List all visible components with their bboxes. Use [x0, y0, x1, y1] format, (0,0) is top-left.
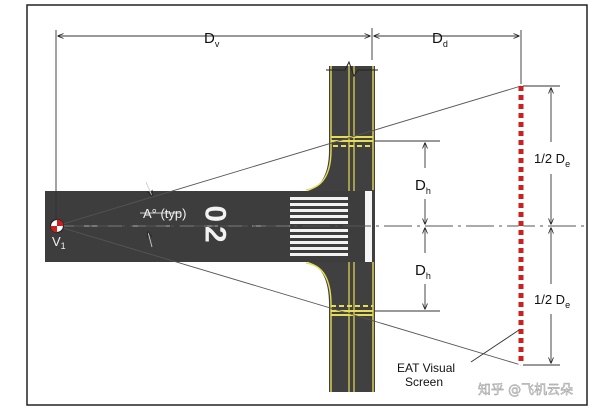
label-dh-lower: Dh: [415, 262, 431, 281]
hold-line-lower: [331, 305, 373, 316]
sight-lines: [55, 85, 585, 366]
label-dh-upper: Dh: [415, 177, 431, 196]
break-mark-top: [326, 60, 378, 78]
label-angle: A° (typ): [143, 206, 186, 221]
runway: [45, 191, 372, 262]
label-de-upper: 1/2 De: [534, 151, 570, 169]
threshold-bar: [365, 191, 372, 262]
label-viewpoint: V1: [52, 234, 66, 251]
dimension-dh: [375, 140, 440, 312]
label-dd: Dd: [432, 30, 448, 49]
label-dv: Dv: [204, 30, 220, 49]
label-de-lower: 1/2 De: [534, 292, 570, 310]
label-screen: EAT Visual Screen: [397, 361, 458, 389]
viewpoint-v1-icon: [49, 218, 65, 234]
dimension-de: [523, 85, 560, 366]
angle-indicator: [140, 181, 180, 248]
watermark: 知乎 @飞机云朵: [478, 382, 573, 398]
threshold-markings: [290, 197, 348, 256]
screen-leader-line: [470, 329, 520, 363]
dimension-dv-dd: [55, 28, 522, 220]
